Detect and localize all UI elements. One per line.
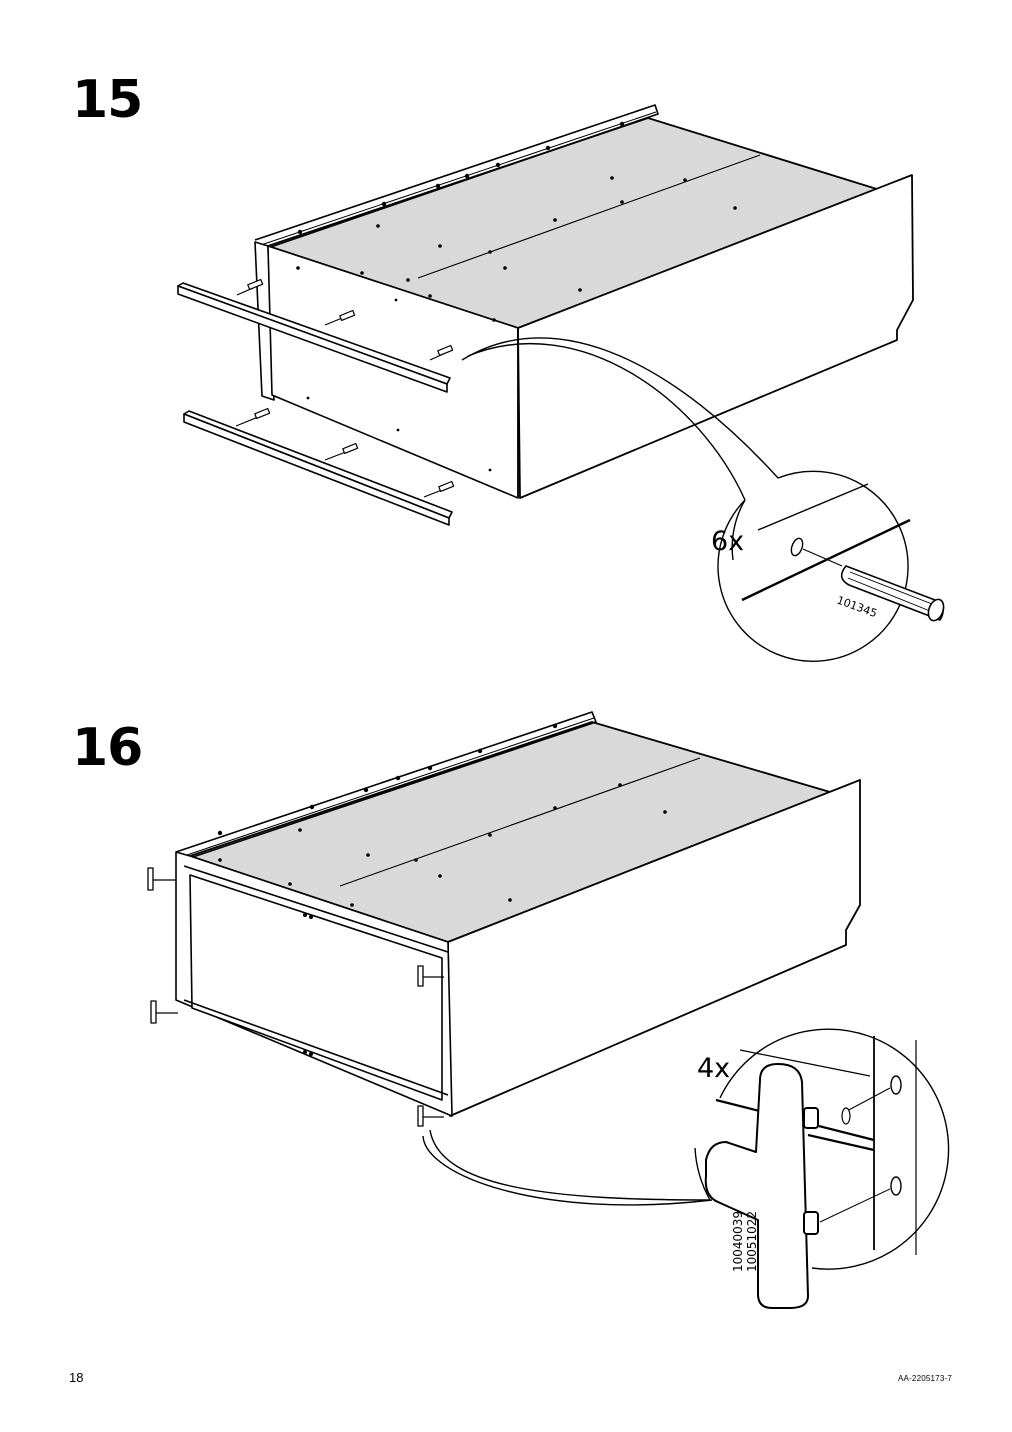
page-number: 18 xyxy=(69,1370,84,1385)
dowel-part-icon xyxy=(840,565,945,622)
t-connector-part-icon xyxy=(704,1063,851,1309)
step-15-number: 15 xyxy=(72,70,143,130)
callout-circle-16 xyxy=(719,1028,950,1270)
callout-circle-15 xyxy=(717,470,909,662)
document-code: AA-2205173-7 xyxy=(898,1374,952,1383)
step-15-quantity: 6x xyxy=(711,526,744,557)
drawer-front-panel xyxy=(517,174,914,499)
step-16-number: 16 xyxy=(72,718,143,778)
step-16-part-number-2: 10051022 xyxy=(745,1211,759,1272)
step-15-illustration: 6x 101345 xyxy=(177,104,945,662)
step-16-quantity: 4x xyxy=(697,1053,730,1084)
step-16-part-number-1: 10040039 xyxy=(731,1211,745,1272)
